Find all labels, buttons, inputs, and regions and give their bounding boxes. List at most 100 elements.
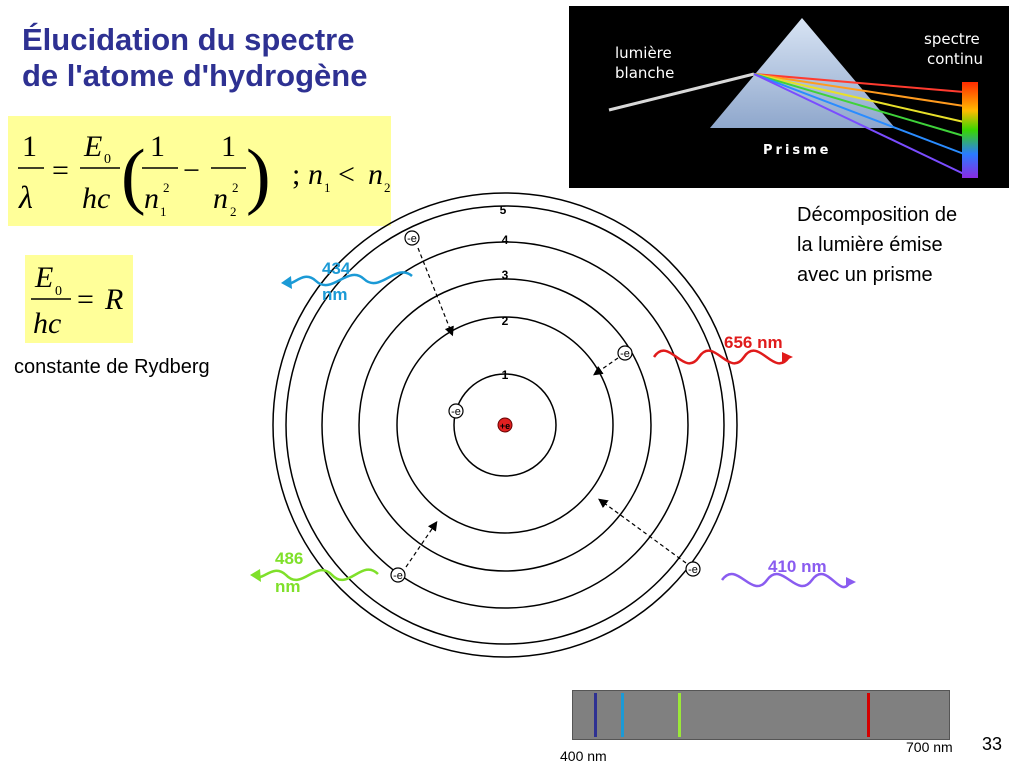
formula-paren-open: ( — [121, 135, 146, 217]
orbit-2 — [396, 316, 614, 534]
formula-n1: n — [144, 182, 159, 215]
orbit-outer — [272, 192, 738, 658]
formula-one-a: 1 — [150, 130, 165, 163]
spectrum-lines — [594, 693, 870, 737]
orbits — [272, 192, 738, 658]
orbit-label-3: 3 — [502, 268, 509, 282]
photon-486-label-1: 486 — [275, 549, 303, 568]
continuous-spectrum-strip — [962, 82, 978, 178]
hydrogen-line-spectrum — [572, 690, 950, 740]
photon-434-arrow — [281, 276, 292, 289]
orbit-3 — [358, 278, 652, 572]
transition-arrow-656 — [593, 357, 619, 376]
formula-cond-lt: < — [338, 158, 355, 191]
transition-arrow-434 — [417, 247, 454, 337]
prism-caption-line-3: avec un prisme — [797, 264, 933, 286]
photon-410-label: 410 nm — [768, 557, 827, 576]
nucleus-label: +e — [500, 421, 510, 431]
photon-656-wave — [652, 349, 791, 365]
formula-n2: n — [213, 182, 228, 215]
photon-656-arrow — [782, 352, 793, 362]
page-title: Élucidation du spectre de l'atome d'hydr… — [22, 22, 402, 94]
transition-arrow-486 — [405, 521, 438, 568]
spectral-line-410 — [594, 693, 597, 737]
title-line-1: Élucidation du spectre — [22, 22, 355, 57]
transition-arrows — [405, 247, 687, 568]
prism-illustration: lumière blanche spectre continu Prisme — [569, 6, 1009, 188]
page-number: 33 — [982, 734, 1003, 754]
constant-equals: = — [77, 283, 94, 316]
orbit-label-2: 2 — [502, 314, 509, 328]
nucleus — [497, 417, 513, 433]
electron-1: -e — [448, 403, 464, 419]
orbit-label-4: 4 — [502, 233, 509, 247]
formula-paren-close: ) — [246, 135, 271, 217]
photon-486-arrow — [250, 569, 261, 582]
rydberg-constant-formula: E 0 hc = R — [31, 261, 123, 340]
formula-equals: = — [52, 154, 69, 187]
spectral-line-434 — [621, 693, 624, 737]
title-line-2: de l'atome d'hydrogène — [22, 58, 368, 93]
electron-1-label: -e — [451, 406, 461, 418]
electron-5: -e — [685, 561, 701, 577]
orbit-label-1: 1 — [502, 368, 509, 382]
rydberg-constant-box: E 0 hc = R — [25, 255, 133, 343]
photon-434-wave — [283, 271, 413, 287]
photon-410-arrow — [846, 577, 856, 587]
formula-cond-n2: n — [368, 158, 383, 191]
formula-n1-sup: 2 — [163, 180, 170, 195]
white-light-label-1: lumière — [615, 44, 672, 62]
formula-cond-n2-sub: 2 — [384, 180, 391, 195]
formula-minus: − — [183, 154, 200, 187]
formula-lambda: λ — [18, 179, 33, 215]
rydberg-formula-box: 1 λ = E 0 hc ( 1 n 1 2 − 1 n 2 2 ) ; n 1… — [8, 116, 391, 226]
photon-434-label-2: nm — [322, 285, 348, 304]
photon-486-wave — [253, 568, 379, 582]
spectral-line-486 — [678, 693, 681, 737]
dispersed-rays — [753, 73, 965, 175]
formula-cond-n1-sub: 1 — [324, 180, 331, 195]
orbit-5 — [285, 205, 725, 645]
formula-e0: E — [83, 130, 102, 163]
prism-caption-line-2: la lumière émise — [797, 234, 943, 256]
formula-one-b: 1 — [221, 130, 236, 163]
photon-486-label-2: nm — [275, 577, 301, 596]
orbit-4 — [321, 241, 689, 609]
prism-caption: Décomposition de la lumière émise avec u… — [797, 200, 1017, 290]
formula-n1-sub: 1 — [160, 204, 167, 219]
photon-410-wave — [720, 572, 852, 589]
rydberg-label: constante de Rydberg — [14, 356, 210, 378]
constant-hc: hc — [33, 307, 61, 340]
spectral-line-656 — [867, 693, 870, 737]
electron-2: -e — [617, 345, 633, 361]
formula-n2-sub: 2 — [230, 204, 237, 219]
formula-n2-sup: 2 — [232, 180, 239, 195]
photon-656-label: 656 nm — [724, 333, 783, 352]
white-light-label-2: blanche — [615, 64, 674, 82]
constant-e0-sub: 0 — [55, 284, 62, 299]
white-light-ray — [608, 72, 755, 112]
formula-semicolon: ; — [292, 158, 300, 191]
electron-4: -e — [390, 567, 406, 583]
spectrum-label-700: 700 nm — [906, 739, 953, 755]
electron-3-label: -e — [407, 233, 417, 245]
spectrum-label-400: 400 nm — [560, 748, 607, 764]
photon-434-label-1: 434 — [322, 259, 351, 278]
electron-5-label: -e — [688, 564, 698, 576]
constant-e0: E — [34, 261, 53, 294]
continuous-label-1: spectre — [924, 30, 980, 48]
transition-arrow-410 — [598, 498, 687, 564]
formula-e0-sub: 0 — [104, 152, 111, 167]
rydberg-formula: 1 λ = E 0 hc ( 1 n 1 2 − 1 n 2 2 ) ; n 1… — [18, 130, 391, 219]
orbit-label-5: 5 — [500, 203, 507, 217]
prism-label: Prisme — [763, 143, 832, 158]
constant-r: R — [104, 283, 123, 316]
formula-cond-n1: n — [308, 158, 323, 191]
electron-2-label: -e — [620, 348, 630, 360]
orbit-1 — [453, 373, 557, 477]
formula-one: 1 — [22, 130, 37, 163]
continuous-label-2: continu — [927, 50, 983, 68]
prism-shape — [710, 18, 895, 128]
electron-3: -e — [404, 230, 420, 246]
formula-hc: hc — [82, 182, 110, 215]
